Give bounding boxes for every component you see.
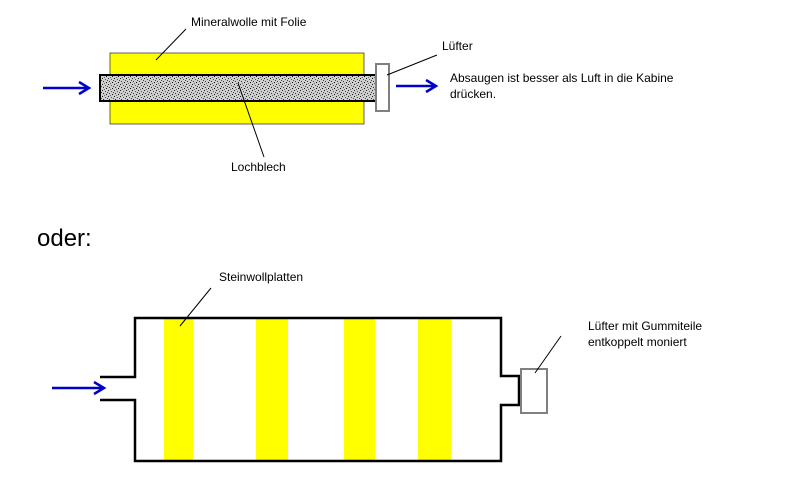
label-fan-2-line2: entkoppelt moniert xyxy=(588,335,687,349)
plate-2 xyxy=(256,318,288,461)
plate-3 xyxy=(344,318,375,461)
fan-box-2 xyxy=(520,368,548,414)
inflow-arrow-2 xyxy=(52,380,107,396)
label-fan-2-line1: Lüfter mit Gummiteile xyxy=(588,319,703,333)
leader-fan-2 xyxy=(534,335,562,374)
inflow-arrow-1 xyxy=(43,80,92,96)
label-stone-wool-plates: Steinwollplatten xyxy=(219,270,304,284)
leader-insulation xyxy=(155,28,187,61)
diagram-2 xyxy=(52,287,562,463)
leader-sheet xyxy=(237,82,265,158)
plate-1 xyxy=(164,318,193,461)
leader-plates xyxy=(179,287,212,327)
note-line-2: drücken. xyxy=(450,87,497,101)
perforated-sheet-tube xyxy=(99,74,377,102)
label-mineral-wool: Mineralwolle mit Folie xyxy=(191,15,307,29)
duct-outline xyxy=(100,316,521,463)
note-line-1: Absaugen ist besser als Luft in die Kabi… xyxy=(450,71,674,85)
leader-fan xyxy=(386,54,438,76)
diagram-1 xyxy=(43,28,439,158)
separator-oder: oder: xyxy=(37,225,92,252)
outflow-arrow-1 xyxy=(396,78,439,94)
plate-4 xyxy=(418,318,451,461)
label-perforated-sheet: Lochblech xyxy=(231,160,286,174)
label-fan: Lüfter xyxy=(442,39,473,53)
fan-box-1 xyxy=(375,63,390,112)
